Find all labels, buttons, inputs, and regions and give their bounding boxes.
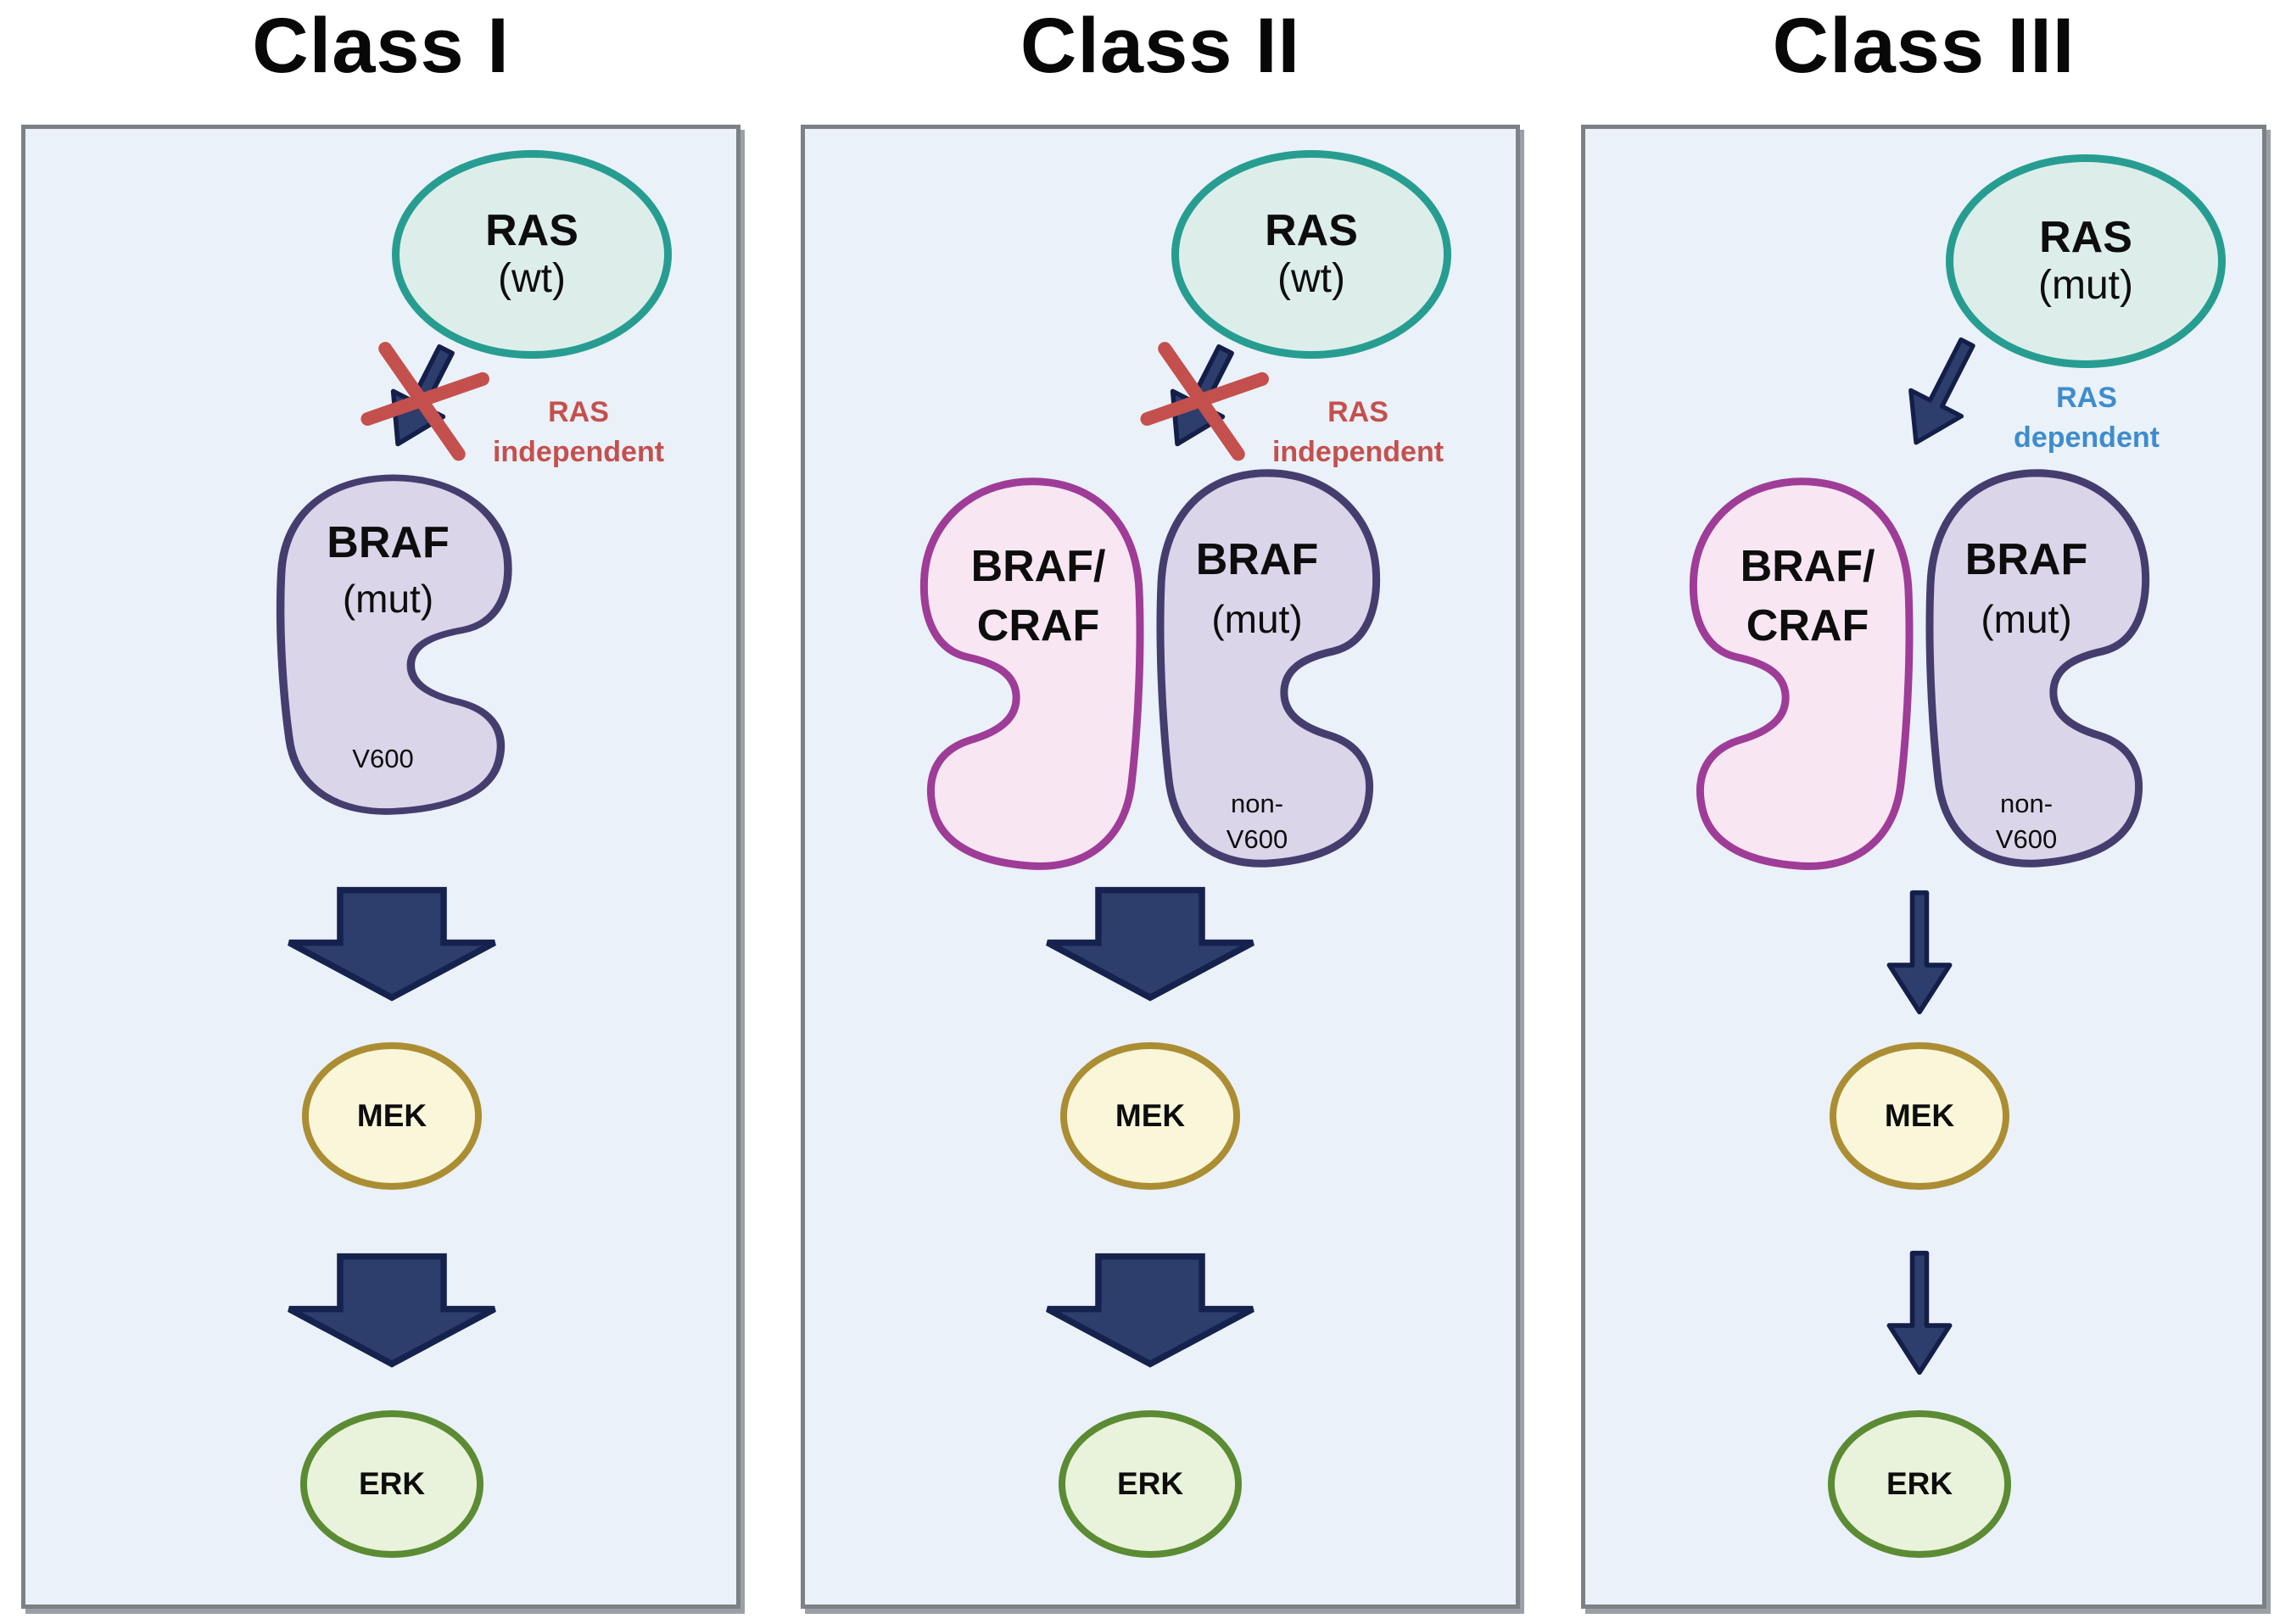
braf-variant-line1: non-	[1999, 789, 2054, 818]
braf-variant-line1: non-	[1230, 789, 1284, 818]
erk-node: ERK	[300, 1410, 483, 1558]
braf-state-label: (mut)	[1211, 597, 1303, 641]
ras-link-line2: dependent	[2014, 421, 2160, 454]
craf-blob	[913, 473, 1150, 876]
braf-variant-line2: V600	[1226, 824, 1288, 854]
mek-label: MEK	[1115, 1098, 1186, 1133]
erk-label: ERK	[1886, 1466, 1953, 1501]
ras-label: RAS	[485, 205, 578, 255]
panel-class-3	[1581, 125, 2266, 1609]
ras-node: RAS (wt)	[1171, 150, 1451, 359]
ras-state-label: (mut)	[2038, 263, 2133, 308]
panel-title-class-3: Class III	[1772, 3, 2076, 89]
mek-node: MEK	[1060, 1042, 1240, 1190]
down-arrow-icon	[1040, 885, 1260, 1002]
panel-title-class-1: Class I	[252, 3, 510, 89]
braf-variant-label: V600	[352, 744, 414, 773]
down-arrow-icon	[1040, 1252, 1260, 1369]
craf-label-line2: CRAF	[1746, 601, 1869, 650]
panel-title-class-2: Class II	[1020, 3, 1301, 89]
braf-variant-line2: V600	[1995, 824, 2058, 854]
ras-link-label: RAS independent	[1231, 393, 1485, 472]
ras-link-line2: independent	[492, 436, 665, 468]
craf-blob	[1682, 473, 1919, 876]
braf-state-label: (mut)	[1981, 597, 2072, 641]
mek-label: MEK	[1884, 1098, 1955, 1133]
blocked-arrow-icon	[360, 338, 489, 461]
erk-label: ERK	[358, 1466, 426, 1501]
thin-down-arrow-icon	[1886, 1249, 1953, 1376]
braf-label: BRAF	[1964, 535, 2088, 584]
erk-node: ERK	[1059, 1410, 1242, 1558]
ras-link-label: RAS independent	[451, 393, 706, 472]
thin-down-arrow-icon	[1886, 889, 1953, 1016]
blocked-arrow-icon	[1140, 338, 1269, 461]
erk-label: ERK	[1116, 1466, 1184, 1501]
ras-link-label: RAS dependent	[1959, 378, 2214, 458]
down-arrow-icon	[282, 885, 502, 1002]
erk-node: ERK	[1828, 1410, 2011, 1558]
ras-node: RAS (wt)	[392, 150, 672, 359]
braf-state-label: (mut)	[342, 577, 434, 621]
mek-label: MEK	[356, 1098, 427, 1133]
craf-label-line1: BRAF/	[1740, 542, 1875, 591]
ras-state-label: (wt)	[498, 256, 566, 301]
ras-link-line1: RAS	[1327, 396, 1389, 428]
ras-link-line1: RAS	[548, 396, 609, 428]
ras-state-label: (wt)	[1277, 256, 1345, 301]
craf-label-line1: BRAF/	[970, 542, 1106, 591]
ras-link-line2: independent	[1271, 436, 1444, 468]
mek-node: MEK	[302, 1042, 482, 1190]
craf-label-line2: CRAF	[976, 601, 1100, 650]
braf-label: BRAF	[327, 518, 450, 567]
down-arrow-icon	[282, 1252, 502, 1369]
mek-node: MEK	[1830, 1042, 2009, 1190]
ras-link-line1: RAS	[2056, 382, 2117, 414]
braf-label: BRAF	[1195, 535, 1319, 584]
ras-node: RAS (mut)	[1946, 154, 2226, 368]
ras-label: RAS	[2039, 212, 2132, 262]
ras-label: RAS	[1265, 205, 1358, 255]
